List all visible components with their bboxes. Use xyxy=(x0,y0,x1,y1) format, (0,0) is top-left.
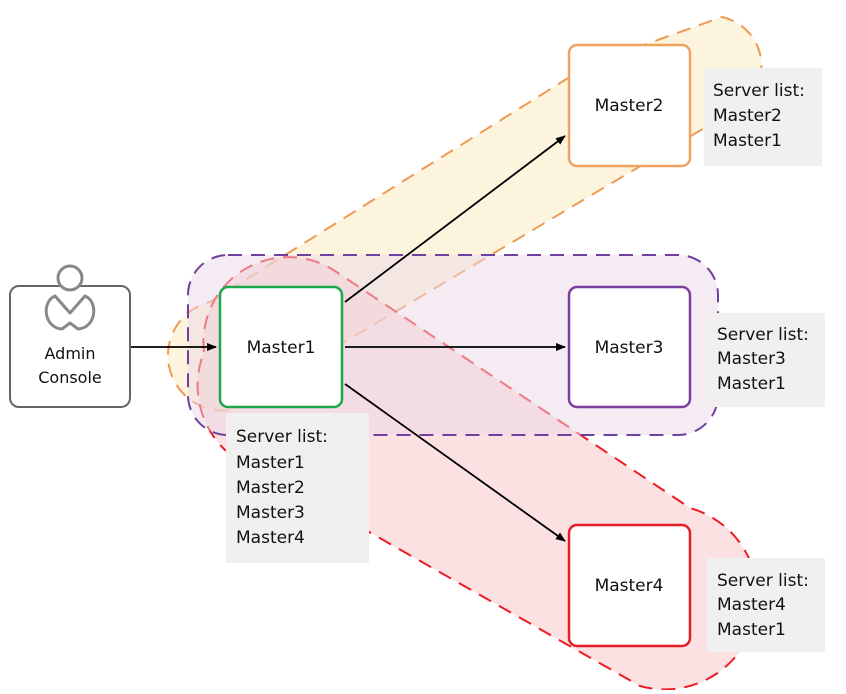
master1-label: Master1 xyxy=(247,338,316,358)
master1-to-master4-arrow xyxy=(344,383,566,542)
server-list-entry: Master4 xyxy=(236,528,305,548)
server-list-entry: Master2 xyxy=(713,106,782,126)
server-list-entry: Master2 xyxy=(236,478,305,498)
server-list-title: Server list: xyxy=(236,427,328,447)
connections xyxy=(130,135,566,542)
server-list-panel xyxy=(707,558,825,652)
server-list-master4: Server list: Master4 Master1 xyxy=(707,558,825,652)
user-icon xyxy=(44,264,96,331)
server-list-master3: Server list: Master3 Master1 xyxy=(707,313,825,407)
admin-console[interactable]: Admin Console xyxy=(9,264,131,408)
server-list-entry: Master3 xyxy=(236,503,305,523)
master3-label: Master3 xyxy=(595,338,664,358)
admin-console-label-line2: Console xyxy=(38,368,102,387)
server-list-title: Server list: xyxy=(713,81,805,101)
master1-box[interactable] xyxy=(218,285,344,409)
master1-to-master2-arrow xyxy=(344,135,566,303)
server-list-panel xyxy=(707,313,825,407)
server-list-panel xyxy=(226,413,369,563)
server-list-entry: Master1 xyxy=(713,131,782,151)
server-list-entry: Master1 xyxy=(717,620,786,640)
server-list-title: Server list: xyxy=(717,325,809,345)
master4-node[interactable]: Master4 xyxy=(567,523,692,648)
server-list-entry: Master1 xyxy=(717,374,786,394)
master2-node[interactable]: Master2 xyxy=(567,43,692,168)
master1-node[interactable]: Master1 xyxy=(218,285,344,409)
admin-console-label-line1: Admin xyxy=(45,344,96,363)
server-list-entry: Master4 xyxy=(717,595,786,615)
server-list-panel xyxy=(704,68,822,166)
master3-node[interactable]: Master3 xyxy=(567,285,692,409)
master4-label: Master4 xyxy=(595,576,664,596)
server-list-entry: Master1 xyxy=(236,453,305,473)
server-list-title: Server list: xyxy=(717,571,809,591)
server-list-master1: Server list: Master1 Master2 Master3 Mas… xyxy=(226,413,369,563)
master3-box[interactable] xyxy=(567,285,692,409)
server-list-master2: Server list: Master2 Master1 xyxy=(704,68,822,166)
server-list-entry: Master3 xyxy=(717,349,786,369)
master2-label: Master2 xyxy=(595,96,664,116)
master4-box[interactable] xyxy=(567,523,692,648)
master2-box[interactable] xyxy=(567,43,692,168)
